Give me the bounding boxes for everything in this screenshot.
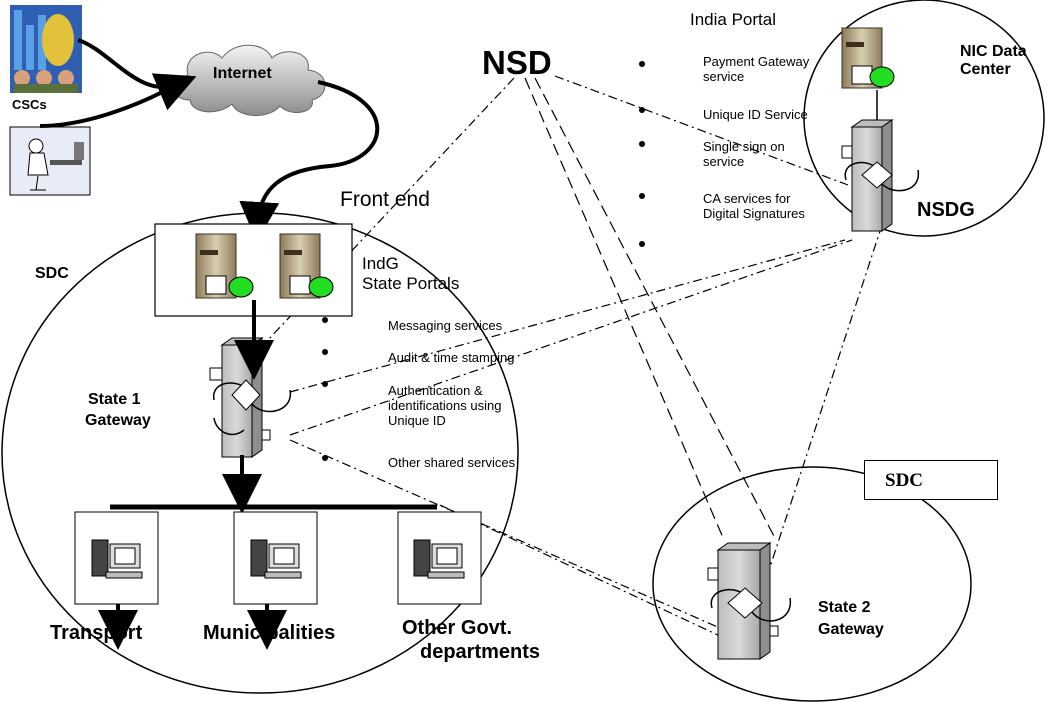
state1-label-line2: Gateway xyxy=(85,411,151,429)
india-service-item: CA services for Digital Signatures xyxy=(703,191,805,221)
transport-pc-icon xyxy=(74,511,159,605)
municipalities-pc-icon xyxy=(233,511,318,605)
indg-label: IndG State Portals xyxy=(362,254,459,293)
nic-label-line2: Center xyxy=(960,61,1011,79)
india-service-item: Single sign on service xyxy=(703,139,785,169)
indg-label-line2: State Portals xyxy=(362,273,460,293)
nsd-label: NSD xyxy=(482,44,552,81)
state2-label-line1: State 2 xyxy=(818,599,871,616)
indg-label-line1: IndG xyxy=(362,254,399,273)
nic-server-icon xyxy=(841,27,895,89)
indg-portal-server-icon xyxy=(195,233,254,299)
nsd-dashed-lines xyxy=(524,77,777,541)
sdc-state2-circle xyxy=(652,466,972,702)
india-portal-label: India Portal xyxy=(690,10,776,29)
internet-cloud xyxy=(174,44,326,116)
nsd-connection-lines xyxy=(267,75,883,637)
transport-label: Transport xyxy=(50,622,143,644)
state2-label-line2: Gateway xyxy=(818,621,884,639)
nsdg-label: NSDG xyxy=(917,199,975,221)
state-portal-server-icon xyxy=(279,233,334,299)
other-govt-pc-icon xyxy=(397,511,482,605)
state1-gateway-label: State 1 Gateway xyxy=(85,390,151,432)
other-govt-label-line2: departments xyxy=(420,641,541,663)
state1-label-line1: State 1 xyxy=(88,391,141,408)
other-govt-label-line1: Other Govt. xyxy=(402,617,513,639)
india-service-item: Unique ID Service xyxy=(703,107,808,122)
state-service-item: Messaging services xyxy=(388,318,503,333)
internet-links xyxy=(39,38,380,242)
other-govt-label: Other Govt. departments xyxy=(402,616,540,664)
state-service-bullets xyxy=(322,317,328,461)
india-service-item: Payment Gateway service xyxy=(703,54,810,84)
sdc-left-label: SDC xyxy=(35,265,69,282)
internet-label: Internet xyxy=(213,65,272,82)
csc-label: CSCs xyxy=(12,97,47,112)
sdc-right-box: SDC xyxy=(864,460,998,500)
state1-gateway-icon xyxy=(209,337,291,458)
state-service-item: Audit & time stamping xyxy=(388,350,515,365)
state2-gateway-label: State 2 Gateway xyxy=(818,597,884,642)
nsdg-gateway-icon xyxy=(841,119,919,232)
csc-kiosk-icon xyxy=(10,5,82,93)
state-service-item: Authentication & identifications using U… xyxy=(388,383,502,428)
state-service-item: Other shared services xyxy=(388,455,516,470)
computer-user-icon xyxy=(9,126,91,196)
state2-gateway-icon xyxy=(707,542,791,660)
front-end-label: Front end xyxy=(340,188,430,211)
municipalities-label: Municipalities xyxy=(203,622,336,644)
sdc-right-label: SDC xyxy=(885,470,924,491)
nic-label-line1: NIC Data xyxy=(960,43,1027,60)
nic-data-center-circle xyxy=(803,0,1045,237)
nic-data-center-label: NIC Data Center xyxy=(960,43,1027,80)
india-service-bullets xyxy=(639,61,645,247)
